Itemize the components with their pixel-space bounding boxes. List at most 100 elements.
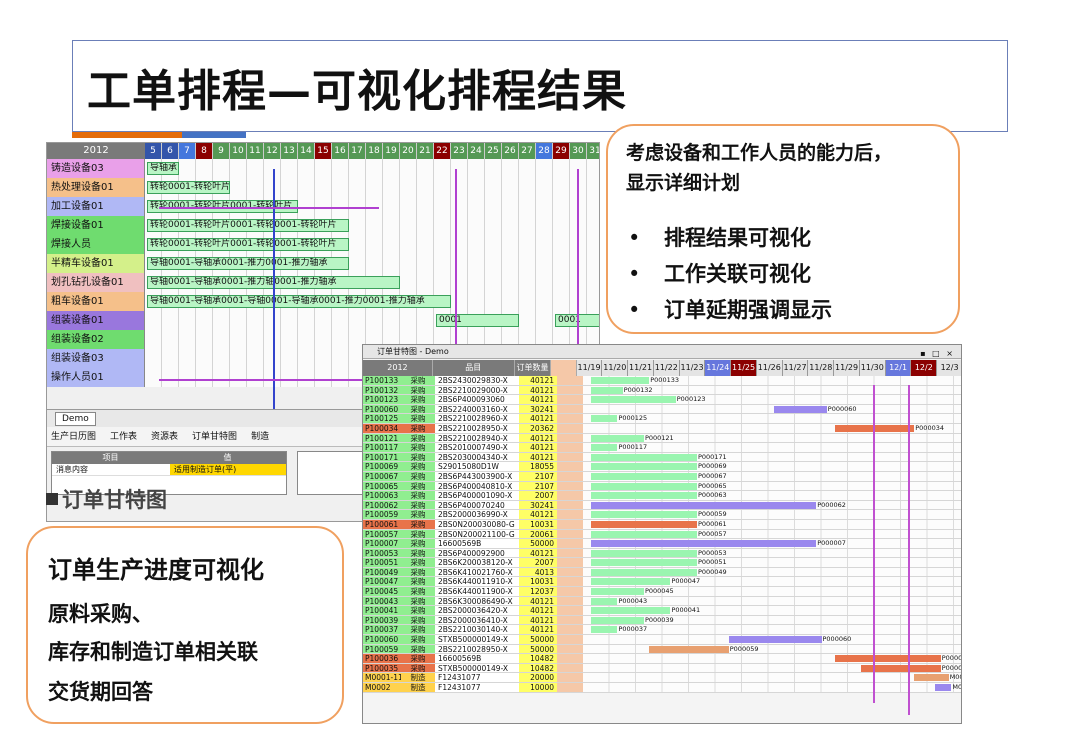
panel-row[interactable]: 消息内容 适用制造订单(平) bbox=[52, 464, 286, 476]
order-bar[interactable] bbox=[590, 377, 650, 384]
order-bar[interactable] bbox=[590, 597, 618, 605]
task-bar[interactable]: 转轮0001-转轮叶片 bbox=[147, 181, 230, 194]
order-bar[interactable] bbox=[590, 472, 697, 480]
order-bar[interactable] bbox=[590, 616, 644, 624]
order-bar[interactable] bbox=[590, 434, 644, 442]
order-row[interactable]: M0001-1128制造F1243107720000M0001-F1 bbox=[363, 673, 961, 683]
order-bar[interactable] bbox=[590, 559, 697, 567]
order-bar[interactable] bbox=[590, 492, 697, 500]
order-bar[interactable] bbox=[590, 386, 623, 394]
task-bar[interactable]: 转轮0001-转轮叶片0001-转轮0001-转轮叶片 bbox=[147, 219, 349, 232]
order-bar[interactable] bbox=[590, 444, 618, 452]
order-bar[interactable] bbox=[590, 588, 644, 596]
order-bar[interactable] bbox=[590, 626, 618, 634]
tab-demo[interactable]: Demo bbox=[55, 412, 96, 426]
task-bar[interactable]: 转轮0001-转轮叶片0001-转轮叶片 bbox=[147, 200, 298, 213]
order-bar[interactable] bbox=[590, 607, 671, 615]
order-bar[interactable] bbox=[590, 415, 618, 423]
toolbar-button[interactable]: 订单甘特图 bbox=[192, 432, 238, 442]
order-bar[interactable] bbox=[590, 501, 817, 509]
order-bar[interactable] bbox=[590, 453, 697, 461]
resource-row[interactable]: 焊接人员转轮0001-转轮叶片0001-转轮0001-转轮叶片 bbox=[47, 235, 599, 254]
order-bar[interactable] bbox=[590, 568, 697, 576]
order-bar[interactable] bbox=[590, 540, 817, 548]
date-header-cell: 11/30 bbox=[859, 360, 886, 376]
order-bar[interactable] bbox=[914, 674, 949, 682]
order-row[interactable]: M0002制造F1243107710000M0002 bbox=[363, 683, 961, 693]
order-timeline: P000069 bbox=[583, 462, 961, 471]
task-bar[interactable]: 0001 bbox=[436, 314, 519, 327]
order-bar[interactable] bbox=[834, 655, 941, 663]
order-bar[interactable] bbox=[590, 511, 697, 519]
order-id: P100121 bbox=[363, 433, 401, 443]
toolbar-button[interactable]: 工作表 bbox=[110, 432, 138, 442]
task-bar[interactable]: 导轴0001-导轴承0001-导轴0001-导轴承0001-推力0001-推力轴… bbox=[147, 295, 451, 308]
order-timeline: P000132 bbox=[583, 385, 961, 395]
resource-name: 组装设备02 bbox=[47, 330, 145, 349]
task-bar[interactable]: 转轮0001-转轮叶片0001-转轮0001-转轮叶片 bbox=[147, 238, 349, 251]
day-header-cell: 20 bbox=[400, 143, 417, 159]
order-row[interactable]: P100036采购16600569B10482P000036 bbox=[363, 654, 961, 664]
order-bar[interactable] bbox=[728, 636, 822, 644]
order-bar[interactable] bbox=[590, 482, 697, 490]
order-bar[interactable] bbox=[590, 549, 697, 557]
order-bar[interactable] bbox=[590, 463, 697, 471]
toolbar-button[interactable]: 资源表 bbox=[151, 432, 179, 442]
order-bar-label: P000121 bbox=[644, 433, 674, 442]
window-buttons[interactable]: ▪ □ × bbox=[920, 349, 955, 358]
order-item: 2BS6P400070240 bbox=[435, 500, 519, 510]
toolbar-button[interactable]: 制造 bbox=[251, 432, 270, 442]
order-type: 采购 bbox=[401, 654, 435, 663]
order-bar[interactable] bbox=[935, 684, 952, 691]
panel-value: 适用制造订单(平) bbox=[170, 464, 286, 475]
order-bar[interactable] bbox=[590, 396, 676, 404]
order-bar[interactable] bbox=[773, 405, 827, 413]
task-bar[interactable]: 导轴0001-导轴承0001-推力0001-推力轴承 bbox=[147, 257, 349, 270]
order-bar[interactable] bbox=[861, 664, 941, 672]
order-bar[interactable] bbox=[590, 578, 671, 586]
order-bar[interactable] bbox=[590, 530, 697, 538]
order-bar[interactable] bbox=[590, 520, 697, 528]
task-bar[interactable]: 导轴承 bbox=[147, 162, 179, 175]
toolbar-button[interactable]: 生产日历图 bbox=[51, 432, 97, 442]
order-bar[interactable] bbox=[649, 645, 729, 653]
order-timeline: M0002 bbox=[583, 683, 961, 692]
